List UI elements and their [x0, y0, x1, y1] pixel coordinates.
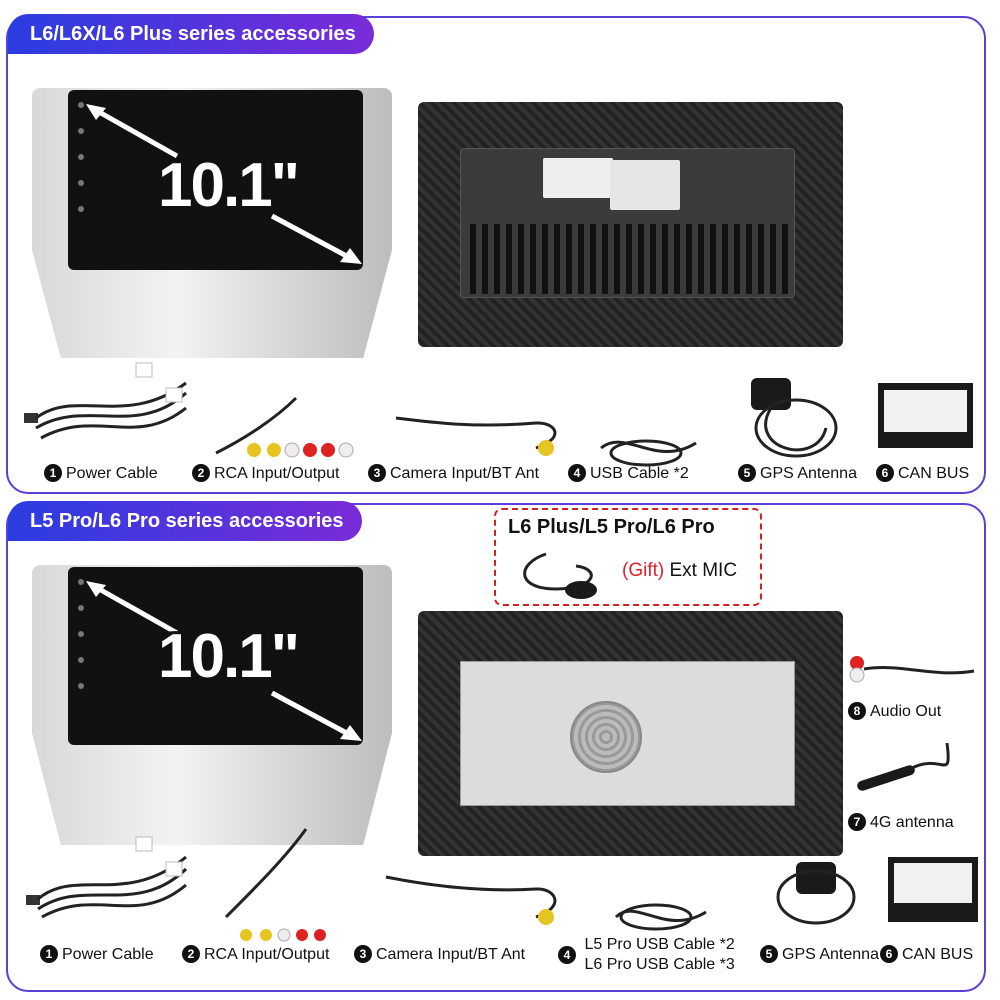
audio-out-cable-image: [849, 656, 975, 683]
can-bus-image: [878, 383, 973, 448]
camera-cable-image: [385, 875, 557, 925]
head-unit-front-image: 10.1": [22, 88, 412, 378]
ext-mic-image: [523, 552, 597, 599]
top-accessories-panel: L6/L6X/L6 Plus series accessories 10.1": [6, 14, 986, 494]
rca-cable-image: [224, 828, 326, 942]
gift-subtitle: (Gift) Ext MIC: [622, 560, 737, 582]
usb-cable-image: [614, 903, 707, 931]
screen-size-label: 10.1": [158, 151, 300, 220]
accessories-row-bottom: [26, 828, 978, 942]
accessories-row-top: [24, 362, 973, 467]
screen-size-label: 10.1": [158, 622, 300, 691]
gift-item: Ext MIC: [669, 560, 738, 581]
head-unit-back-image: [418, 611, 843, 856]
head-unit-front-image: 10.1": [22, 565, 412, 865]
gps-antenna-image: [751, 378, 838, 458]
can-bus-image: [888, 857, 978, 922]
gift-tag: (Gift): [622, 560, 665, 581]
gift-title: L6 Plus/L5 Pro/L6 Pro: [508, 516, 715, 538]
accessory-label-usb: 4 L5 Pro USB Cable *2 L6 Pro USB Cable *…: [558, 935, 735, 975]
gps-antenna-image: [776, 862, 856, 925]
camera-cable-image: [395, 416, 557, 456]
top-section-title: L6/L6X/L6 Plus series accessories: [8, 14, 374, 54]
4g-antenna-image: [857, 742, 950, 791]
size-arrow-icon: [86, 104, 362, 264]
power-cable-image: [24, 362, 188, 440]
rca-cable-image: [215, 396, 354, 458]
bottom-section-title: L5 Pro/L6 Pro series accessories: [8, 501, 362, 541]
side-accessories: [849, 656, 975, 791]
power-cable-image: [26, 836, 188, 919]
head-unit-back-image: [418, 102, 843, 347]
gift-ext-mic-box: L6 Plus/L5 Pro/L6 Pro (Gift) Ext MIC: [494, 508, 762, 606]
usb-cable-image: [600, 439, 697, 467]
size-arrow-icon: [86, 581, 362, 741]
